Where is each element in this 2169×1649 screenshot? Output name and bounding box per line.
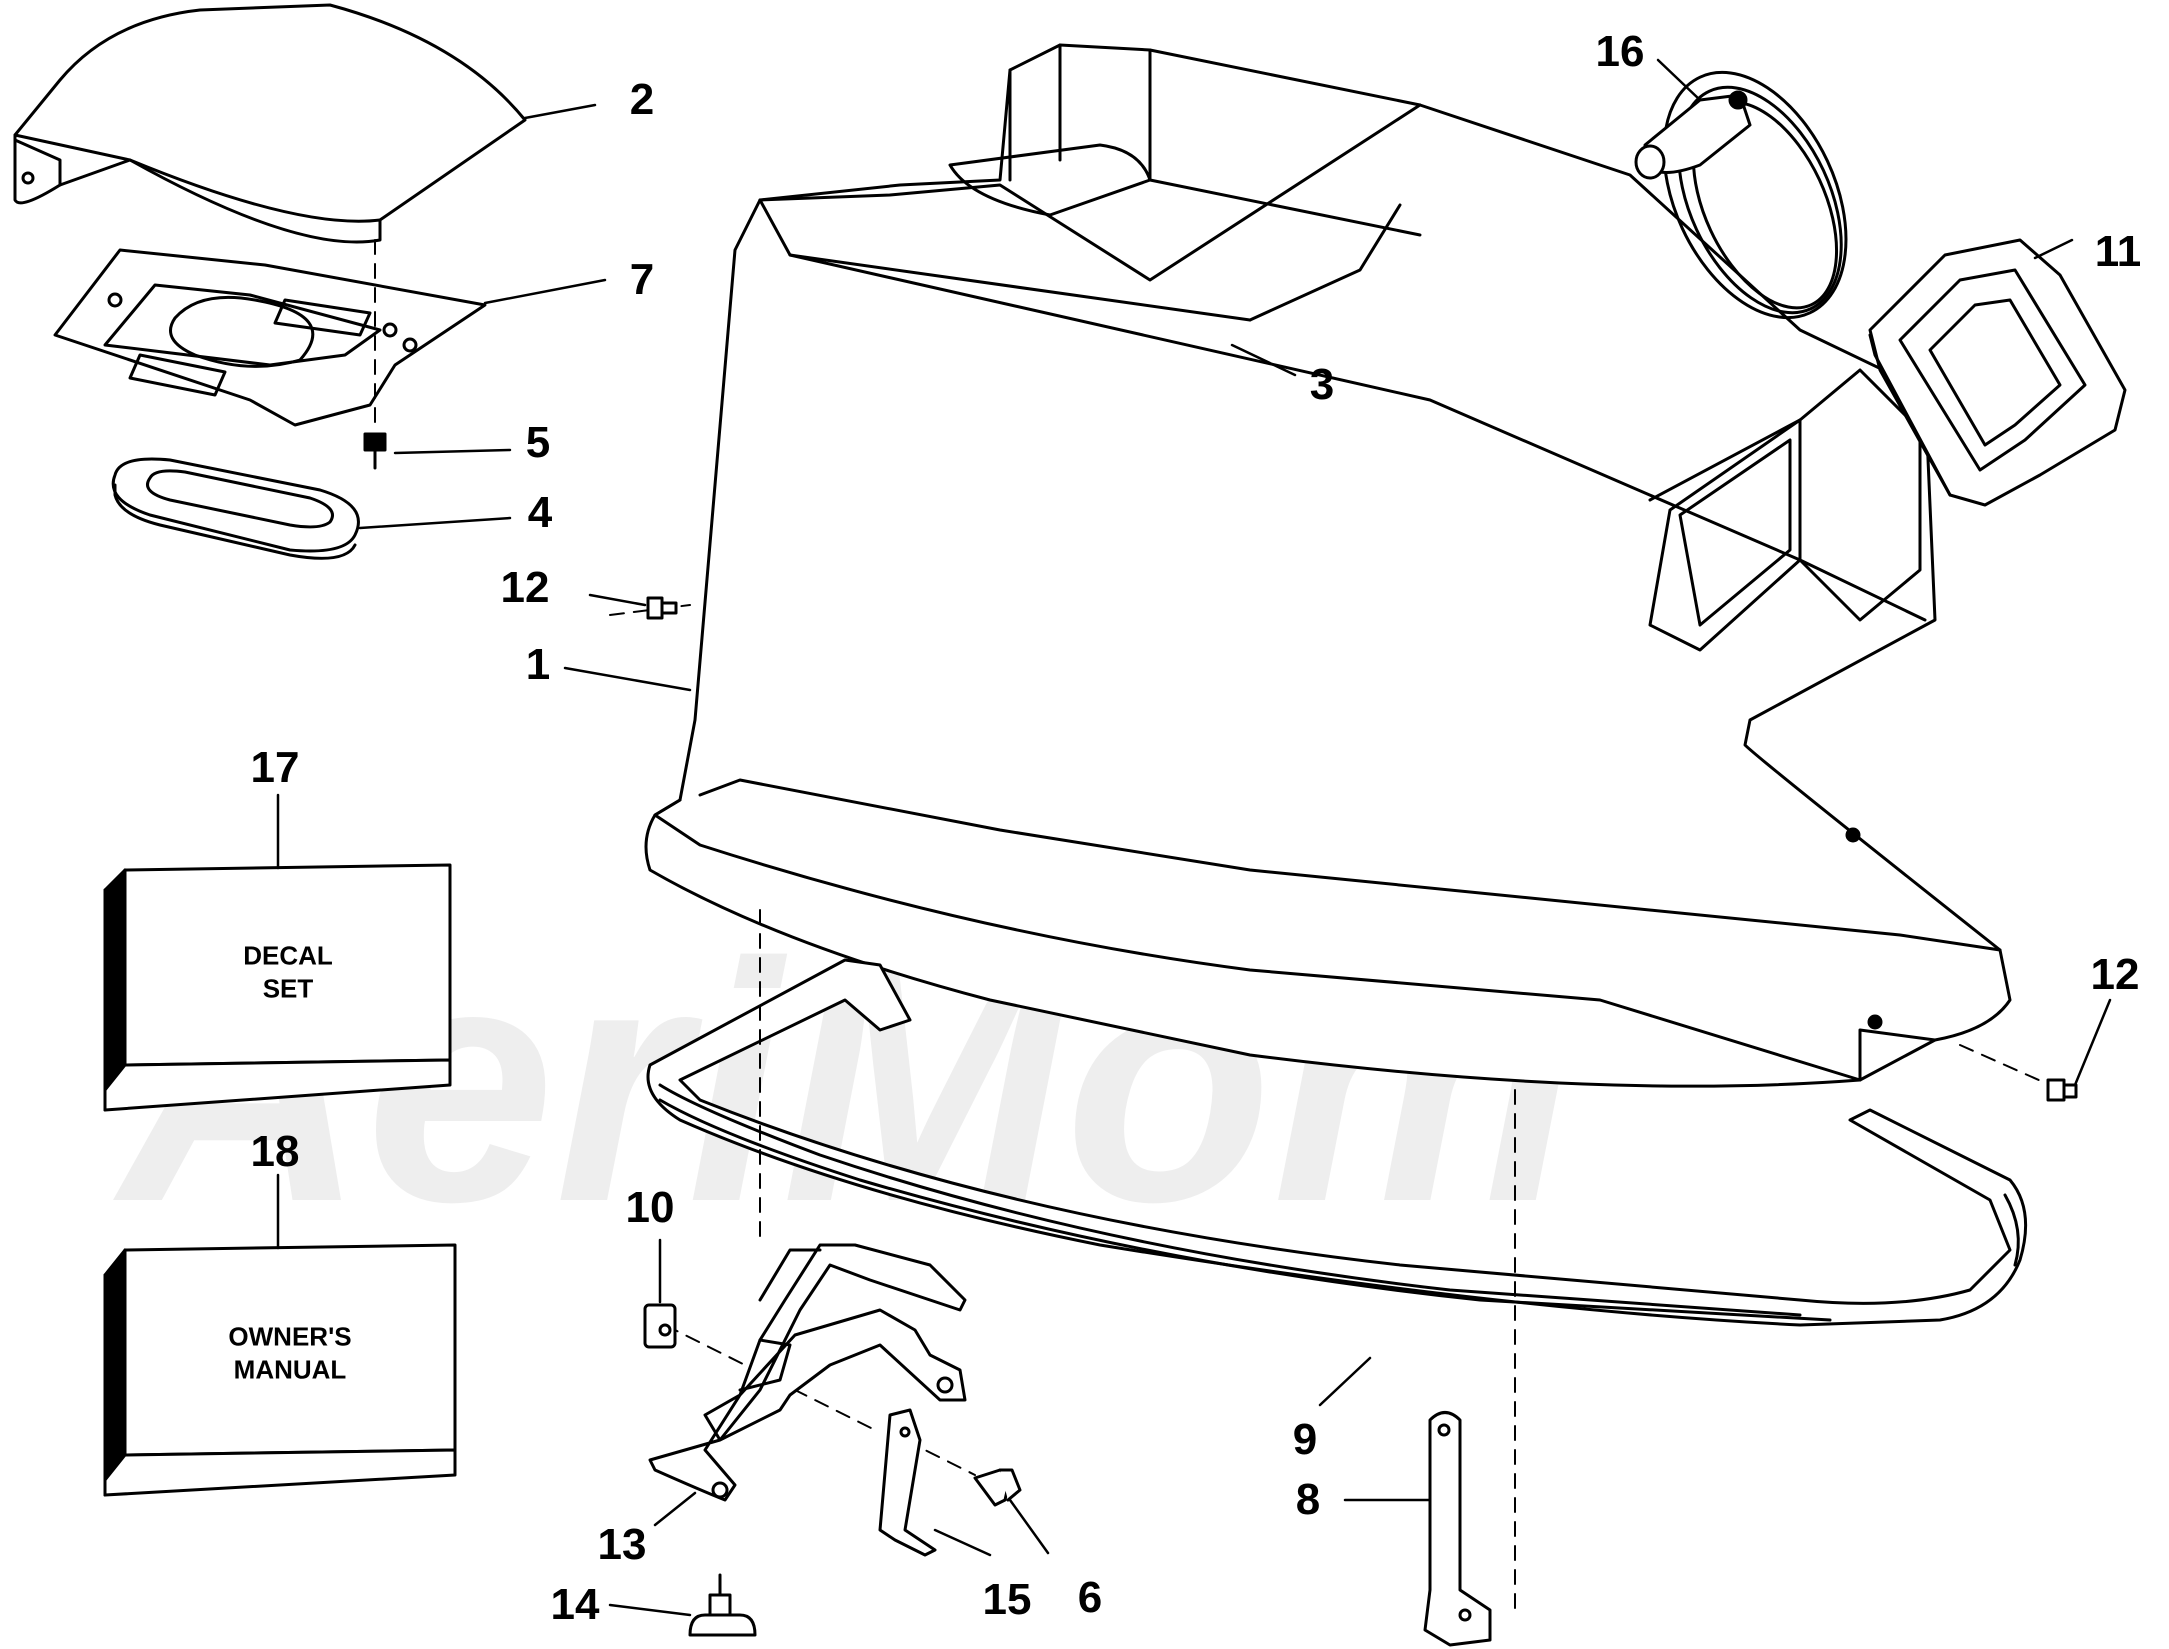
grommet-part <box>688 1573 757 1637</box>
bottom-seal-part <box>646 958 2028 1327</box>
callout-4: 4 <box>527 488 553 537</box>
callout-8: 8 <box>1295 1475 1321 1524</box>
callout-14: 14 <box>550 1580 600 1629</box>
callout-11: 11 <box>2094 227 2142 276</box>
decal-set-box <box>103 863 452 1112</box>
callout-2: 2 <box>629 75 655 124</box>
callout-10: 10 <box>625 1183 675 1232</box>
callout-6: 6 <box>1077 1573 1103 1622</box>
clip-part <box>643 1303 677 1349</box>
decal-set-label: DECAL SET <box>243 940 333 1004</box>
callout-7: 7 <box>629 255 655 304</box>
callout-3: 3 <box>1309 360 1335 409</box>
callout-13: 13 <box>597 1520 647 1569</box>
callout-16: 16 <box>1595 27 1645 76</box>
leader-lines <box>276 58 2112 1617</box>
owners-manual-label: OWNER'S MANUAL <box>228 1321 352 1385</box>
screw-part-12-right <box>2046 1078 2078 1102</box>
grommet-ring-part <box>111 457 360 560</box>
bracket-part <box>648 1243 967 1502</box>
callout-9: 9 <box>1292 1415 1318 1464</box>
strap-part <box>1423 1411 1492 1647</box>
gasket-part <box>53 248 487 427</box>
callout-18: 18 <box>250 1127 300 1176</box>
callout-5: 5 <box>525 418 551 467</box>
owners-manual-box <box>103 1243 457 1497</box>
screw-part-12-left <box>646 596 678 620</box>
grille-part <box>1868 238 2127 507</box>
motor-cover-part <box>644 43 2012 1088</box>
callout-17: 17 <box>250 743 300 792</box>
bolt-part <box>973 1468 1022 1507</box>
callout-12-right: 12 <box>2090 950 2140 999</box>
small-bracket-part <box>878 1408 937 1557</box>
screw-part-5 <box>363 432 387 470</box>
cover-cap-part <box>13 3 527 244</box>
callout-15: 15 <box>982 1575 1032 1624</box>
callout-12-left: 12 <box>500 563 550 612</box>
wire-harness-part <box>1634 70 1848 320</box>
callout-1: 1 <box>525 640 551 689</box>
